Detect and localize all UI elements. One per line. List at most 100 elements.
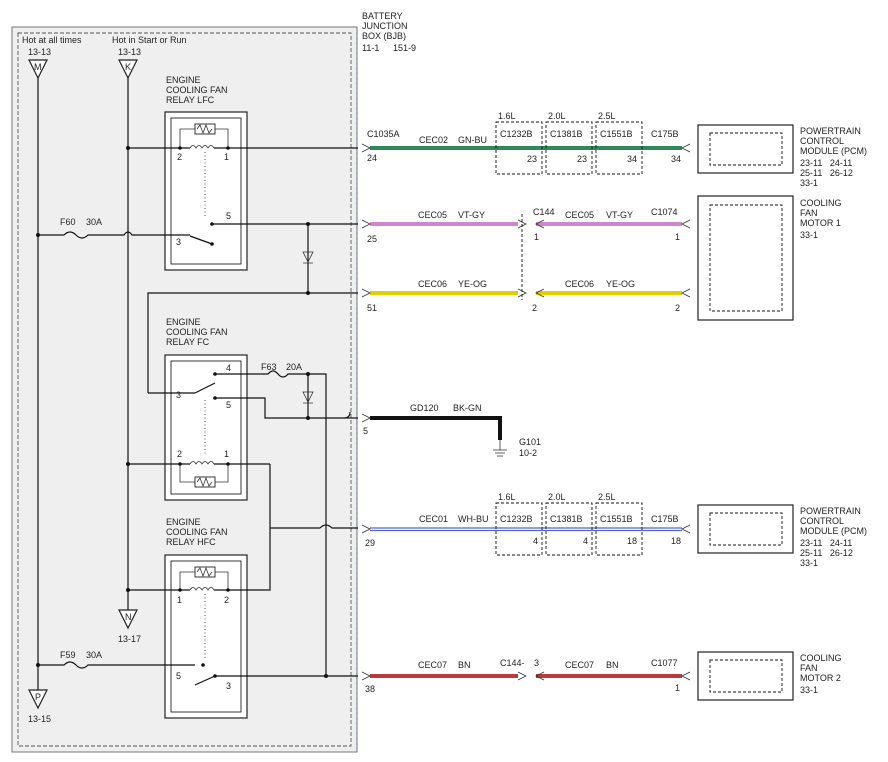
diode-icon	[302, 391, 314, 404]
motor1-l3: MOTOR 1	[800, 218, 841, 228]
c6-name: CEC07	[418, 660, 447, 670]
c2-pin-end: 1	[675, 232, 680, 242]
pin-dot	[178, 146, 182, 150]
pcm2-r1: 23-11 24-11	[800, 538, 852, 548]
fuse-f59-rating: 30A	[86, 650, 102, 660]
c1-eng-2: 2.0L	[548, 111, 566, 121]
c1-variant-box-3	[595, 121, 643, 175]
wire-f63	[215, 370, 327, 528]
connector-icon	[361, 219, 371, 229]
wire-fc-feed	[147, 292, 358, 393]
motor1-l2: FAN	[800, 208, 818, 218]
relay-lfc-label-1: ENGINE	[166, 75, 201, 85]
pcm-2	[697, 504, 794, 554]
c2-pin: 25	[367, 234, 377, 244]
relay-lfc-switch	[189, 235, 213, 245]
c2-color2: VT-GY	[606, 210, 633, 220]
c6-pin-mid: 3	[534, 658, 539, 668]
relay-fc-pin-3: 3	[176, 390, 181, 400]
c6-pin: 38	[365, 684, 375, 694]
c5-conn-c: C1551B	[600, 514, 633, 524]
hot-run-tag: K	[125, 62, 131, 72]
offpage-n-ref: 13-17	[118, 634, 141, 644]
relay-lfc-pin-2: 2	[177, 152, 182, 162]
c4-ground-ref: 10-2	[519, 448, 537, 458]
splice-dot	[306, 416, 310, 420]
pcm2-r3: 33-1	[800, 558, 818, 568]
offpage-p-icon	[28, 689, 48, 710]
relay-lfc-pin-1: 1	[224, 152, 229, 162]
relay-hfc	[164, 554, 248, 719]
hot-run-tag-icon	[118, 59, 138, 80]
hot-all-label: Hot at all times	[22, 35, 82, 45]
connector-icon	[517, 671, 545, 681]
offpage-p-tag: P	[35, 692, 41, 702]
pin-dot	[226, 146, 230, 150]
pin-dot	[201, 663, 205, 667]
c2-name2: CEC05	[565, 210, 594, 220]
c3-color2: YE-OG	[606, 279, 635, 289]
pcm1-r2: 25-11 26-12	[800, 168, 853, 178]
motor2-r1: 33-1	[800, 685, 818, 695]
c3-pin-end: 2	[675, 303, 680, 313]
c1-pin-a: 23	[527, 154, 537, 164]
pcm2-l3: MODULE (PCM)	[800, 526, 867, 536]
c4-wire	[370, 416, 502, 440]
connector-icon	[681, 219, 691, 229]
c1-pin: 24	[367, 153, 377, 163]
pcm1-r1: 23-11 24-11	[800, 158, 852, 168]
c5-conn-end: C175B	[651, 514, 679, 524]
c1-name: CEC02	[419, 135, 448, 145]
c5-color: WH-BU	[458, 514, 489, 524]
connector-icon	[517, 288, 545, 298]
diode-icon	[302, 251, 314, 264]
relay-fc-pin-4: 4	[226, 363, 231, 373]
c6-pin-end: 1	[675, 683, 680, 693]
relay-fc-wiring	[179, 464, 229, 483]
c1-eng-1: 1.6L	[498, 111, 516, 121]
relay-hfc-label-3: RELAY HFC	[166, 537, 216, 547]
c5-variant-box-2	[545, 502, 593, 556]
bjb-ref-2: 151-9	[393, 43, 416, 53]
c3-pin-mid: 2	[532, 303, 537, 313]
cooling-fan-motor-1	[697, 195, 794, 321]
connector-icon	[517, 219, 545, 229]
connector-icon	[361, 288, 371, 298]
c6-name2: CEC07	[565, 660, 594, 670]
relay-fc-label-3: RELAY FC	[166, 337, 210, 347]
c5-pin: 29	[365, 538, 375, 548]
c1-conn: C1035A	[367, 129, 400, 139]
connector-icon	[681, 671, 691, 681]
relay-fc-pin-5: 5	[226, 400, 231, 410]
c6-color2: BN	[606, 660, 619, 670]
relay-lfc-pin-3: 3	[176, 237, 181, 247]
relay-lfc-label-2: COOLING FAN	[166, 85, 228, 95]
wire-hfc-coil	[214, 464, 271, 591]
c1-conn-a: C1232B	[500, 129, 533, 139]
relay-fc-switch	[194, 382, 216, 394]
connector-icon	[361, 671, 371, 681]
c2-conn-end: C1074	[651, 207, 678, 217]
c1-conn-b: C1381B	[550, 129, 583, 139]
fuse-f59-name: F59	[60, 650, 76, 660]
c5-variant-box-1	[495, 502, 543, 556]
offpage-n-tag: N	[125, 612, 132, 622]
relay-lfc-inner	[170, 117, 242, 265]
c5-name: CEC01	[419, 514, 448, 524]
relay-lfc-pin-5: 5	[226, 211, 231, 221]
connector-icon	[361, 143, 371, 153]
c5-pin-end: 18	[671, 536, 681, 546]
c3-color: YE-OG	[458, 279, 487, 289]
relay-fc-coil-icon	[189, 461, 215, 465]
connector-icon	[681, 524, 691, 534]
relay-hfc-label-2: COOLING FAN	[166, 527, 228, 537]
c1-color: GN-BU	[458, 135, 487, 145]
c5-eng-2: 2.0L	[548, 492, 566, 502]
c1-pin-end: 34	[671, 154, 681, 164]
pcm-1	[697, 124, 794, 174]
bjb-title-2: JUNCTION	[362, 21, 408, 31]
cooling-fan-motor-2	[697, 651, 794, 701]
resistor-zigzag-icon	[196, 476, 213, 488]
bjb-title-1: BATTERY	[362, 11, 403, 21]
